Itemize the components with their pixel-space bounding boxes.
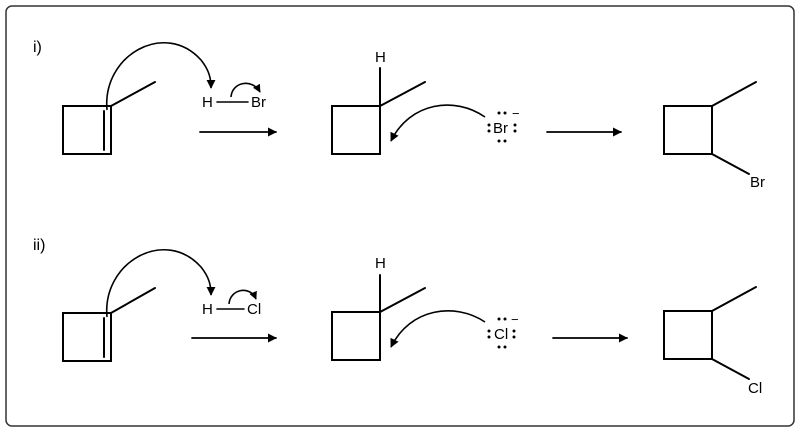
intermediate-h-atom: H	[375, 255, 386, 272]
carbocation-intermediate: H	[331, 49, 426, 155]
cyclobutene-reactant	[62, 287, 156, 362]
nucleophile-symbol: Cl	[494, 326, 508, 343]
step-label: ii)	[33, 237, 45, 254]
reaction-i: i) H Br H Br	[33, 39, 765, 191]
acid-halogen-atom: Br	[251, 94, 266, 111]
chlorocyclobutane-product: Cl	[663, 286, 762, 397]
curved-arrow-nucleophile-attack	[390, 104, 486, 142]
curved-arrow-nucleophile-attack	[390, 310, 486, 348]
product-substituent: Br	[750, 174, 765, 191]
nucleophile-symbol: Br	[493, 120, 508, 137]
step-label: i)	[33, 39, 42, 56]
curved-arrow-alkene-to-h	[106, 42, 216, 111]
cyclobutene-reactant	[62, 81, 156, 155]
acid-h-atom: H	[202, 301, 213, 318]
intermediate-h-atom: H	[375, 49, 386, 66]
acid-halogen-atom: Cl	[247, 301, 261, 318]
nucleophile-charge: −	[511, 312, 519, 327]
curved-arrow-bond-to-halogen	[228, 289, 257, 305]
bromide-ion: Br −	[487, 106, 520, 143]
nucleophile-charge: −	[512, 106, 520, 121]
hbr-molecule: H Br	[202, 94, 266, 111]
product-substituent: Cl	[748, 380, 762, 397]
hcl-molecule: H Cl	[202, 301, 261, 318]
reaction-ii: ii) H Cl H Cl	[33, 237, 762, 397]
curved-arrow-alkene-to-h	[106, 249, 216, 318]
carbocation-intermediate: H	[331, 255, 426, 361]
bromocyclobutane-product: Br	[663, 81, 765, 191]
acid-h-atom: H	[202, 94, 213, 111]
chloride-ion: Cl −	[487, 312, 519, 349]
frame-border	[5, 5, 795, 427]
curved-arrow-bond-to-halogen	[230, 82, 261, 98]
